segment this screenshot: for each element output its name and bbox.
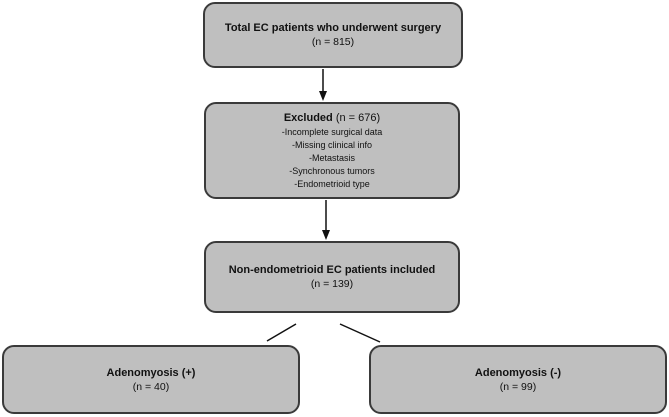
line-included-to-adeno-pos: [266, 323, 297, 342]
adenomyosis-negative-title: Adenomyosis (-): [474, 366, 562, 379]
total-patients-count: (n = 815): [311, 36, 355, 48]
excluded-reason: -Endometrioid type: [294, 178, 370, 189]
included-patients-box: Non-endometrioid EC patients included (n…: [204, 241, 460, 313]
excluded-box: Excluded (n = 676) -Incomplete surgical …: [204, 102, 460, 199]
excluded-count: (n = 676): [335, 111, 381, 124]
total-patients-box: Total EC patients who underwent surgery …: [203, 2, 463, 68]
excluded-reason: -Synchronous tumors: [289, 165, 375, 176]
included-patients-title: Non-endometrioid EC patients included: [228, 264, 436, 276]
line-included-to-adeno-neg: [339, 323, 381, 343]
adenomyosis-positive-box: Adenomyosis (+) (n = 40): [2, 345, 300, 414]
excluded-reason: -Missing clinical info: [291, 139, 373, 150]
adenomyosis-negative-count: (n = 99): [499, 380, 537, 393]
excluded-label: Excluded: [283, 111, 333, 124]
adenomyosis-positive-title: Adenomyosis (+): [106, 366, 196, 379]
included-patients-count: (n = 139): [310, 278, 354, 290]
adenomyosis-positive-count: (n = 40): [132, 380, 170, 393]
total-patients-title: Total EC patients who underwent surgery: [224, 22, 442, 34]
excluded-header: Excluded (n = 676): [284, 111, 380, 126]
excluded-reason: -Incomplete surgical data: [281, 126, 383, 137]
adenomyosis-negative-box: Adenomyosis (-) (n = 99): [369, 345, 667, 414]
excluded-reason: -Metastasis: [308, 152, 355, 163]
